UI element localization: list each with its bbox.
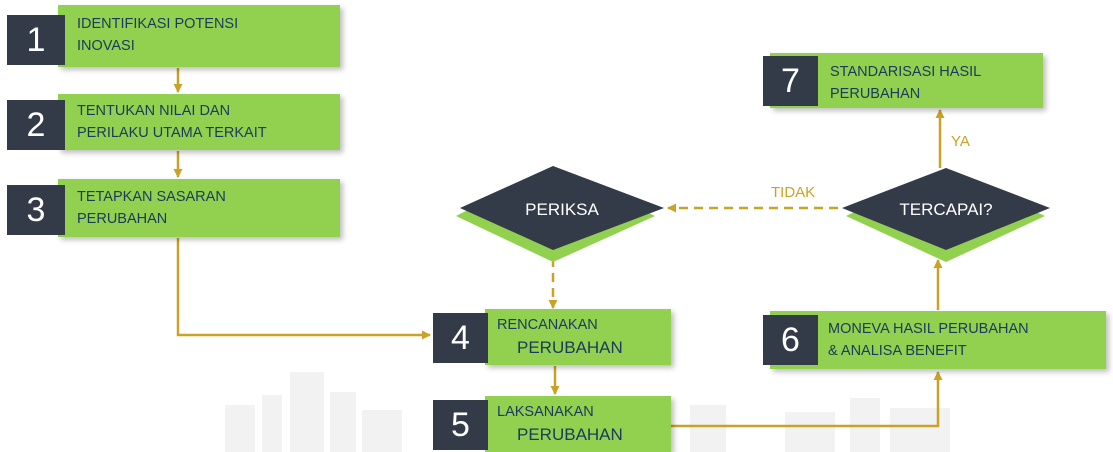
step-3-number: 3 [7, 185, 65, 235]
step-5-number: 5 [433, 400, 488, 450]
step-2-number: 2 [7, 100, 65, 150]
step-1-number: 1 [7, 15, 65, 65]
step-7-number: 7 [763, 56, 818, 106]
periksa-diamond [460, 166, 664, 250]
step-6-number: 6 [763, 315, 818, 365]
tercapai-diamond [842, 168, 1050, 250]
ya-label: YA [951, 133, 970, 150]
arrow-5-to-6 [671, 371, 943, 428]
periksa-label: PERIKSA [525, 200, 599, 219]
step-4-number: 4 [433, 313, 488, 363]
tidak-label: TIDAK [771, 184, 816, 201]
tercapai-label: TERCAPAI? [899, 200, 993, 219]
arrow-3-to-4 [176, 238, 431, 340]
step-6-label: MONEVA HASIL PERUBAHAN& ANALISA BENEFIT [828, 321, 1029, 359]
